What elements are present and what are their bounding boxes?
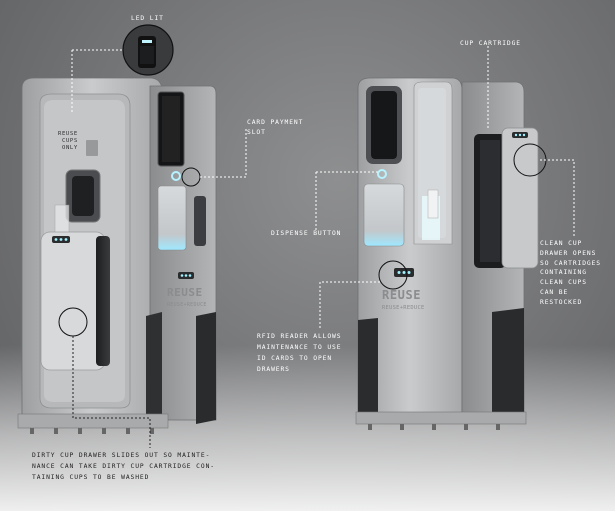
label-dirty-cup: DIRTY CUP DRAWER SLIDES OUT SO MAINTE- N… <box>32 450 215 483</box>
reuse-cups-only-text: REUSE CUPS ONLY <box>58 131 78 152</box>
label-card-payment: CARD PAYMENT SLOT <box>247 118 303 138</box>
label-cup-cartridge: CUP CARTRIDGE <box>460 39 521 49</box>
label-dispense-button: DISPENSE BUTTON <box>271 229 341 239</box>
label-rfid: RFID READER ALLOWS MAINTENANCE TO USE ID… <box>257 331 341 375</box>
right-machine <box>356 78 546 430</box>
label-led-lit: LED LIT <box>131 14 164 24</box>
label-clean-cup: CLEAN CUP DRAWER OPENS SO CARTRIDGES CON… <box>540 239 601 308</box>
logo-left: REUSE <box>167 288 203 298</box>
logo-right: REUSE <box>382 290 421 300</box>
left-machine <box>18 78 216 434</box>
logo-left-sub: REUSE+REDUCE <box>167 300 207 310</box>
led-lit-callout <box>123 25 173 75</box>
logo-right-sub: REUSE+REDUCE <box>382 303 425 313</box>
